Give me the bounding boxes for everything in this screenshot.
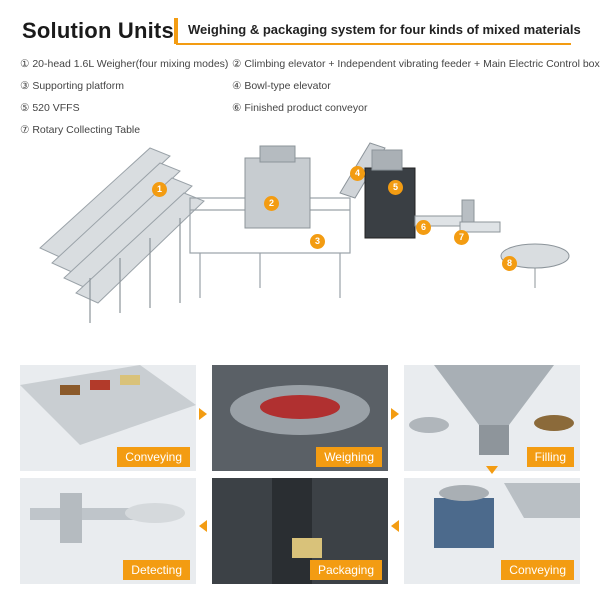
- legend-item-5: ⑤ 520 VFFS: [20, 102, 80, 114]
- weighing-image: [212, 365, 388, 471]
- machine-illustration: 1 2 3 4 5 6 7 8: [20, 138, 580, 343]
- marker-3: 3: [310, 234, 325, 249]
- arrow-left-icon: [199, 520, 207, 532]
- step-label-weighing: Weighing: [316, 447, 382, 467]
- step-label-conveying-2: Conveying: [501, 560, 574, 580]
- filling-image: [409, 365, 574, 455]
- step-panel-weighing: Weighing: [212, 365, 388, 471]
- machine-drawing: [39, 142, 570, 323]
- packaging-image: [212, 478, 388, 584]
- marker-5: 5: [388, 180, 403, 195]
- detecting-image: [30, 493, 185, 543]
- arrow-right-icon: [199, 408, 207, 420]
- step-panel-packaging: Packaging: [212, 478, 388, 584]
- step-panel-detecting: Detecting: [20, 478, 196, 584]
- legend-item-6: ⑥ Finished product conveyor: [232, 102, 368, 114]
- arrow-right-icon: [391, 408, 399, 420]
- step-panel-conveying: Conveying: [20, 365, 196, 471]
- subtitle-underline: [176, 43, 571, 45]
- marker-4: 4: [350, 166, 365, 181]
- legend-item-4: ④ Bowl-type elevator: [232, 80, 331, 92]
- marker-1: 1: [152, 182, 167, 197]
- header: Solution Units Weighing & packaging syst…: [0, 0, 600, 50]
- step-label-packaging: Packaging: [309, 560, 382, 580]
- page-subtitle: Weighing & packaging system for four kin…: [188, 22, 581, 37]
- arrow-left-icon: [391, 520, 399, 532]
- marker-6: 6: [416, 220, 431, 235]
- arrow-down-icon: [486, 466, 498, 474]
- legend-item-7: ⑦ Rotary Collecting Table: [20, 124, 141, 136]
- marker-7: 7: [454, 230, 469, 245]
- conveying-image: [20, 365, 196, 445]
- marker-2: 2: [264, 196, 279, 211]
- step-label-conveying: Conveying: [117, 447, 190, 467]
- title-divider: [174, 18, 178, 44]
- step-panel-filling: Filling: [404, 365, 580, 471]
- step-label-filling: Filling: [526, 447, 574, 467]
- legend-item-1: ① 20-head 1.6L Weigher(four mixing modes…: [20, 58, 229, 70]
- legend-item-2: ② Climbing elevator + Independent vibrat…: [232, 58, 600, 70]
- step-label-detecting: Detecting: [123, 560, 190, 580]
- legend-item-3: ③ Supporting platform: [20, 80, 124, 92]
- step-panel-conveying-2: Conveying: [404, 478, 580, 584]
- conveying-2-image: [434, 483, 580, 548]
- page-title: Solution Units: [22, 18, 174, 43]
- marker-8: 8: [502, 256, 517, 271]
